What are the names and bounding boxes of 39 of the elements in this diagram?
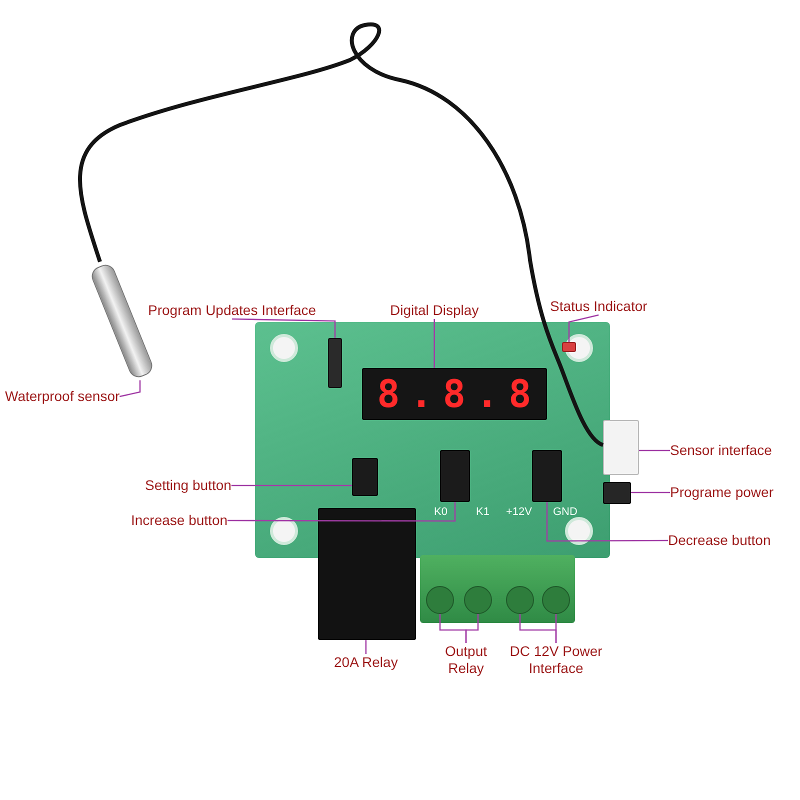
callout-label: Digital Display <box>390 302 479 319</box>
leader-line <box>365 640 367 654</box>
leader-line <box>228 502 456 522</box>
callout-label: Programe power <box>670 484 774 501</box>
callout-label: Sensor interface <box>670 442 772 459</box>
callout-label: Decrease button <box>668 532 771 549</box>
push-button <box>352 458 378 496</box>
silkscreen-label: +12V <box>506 506 532 518</box>
leader-line <box>231 484 352 486</box>
leader-line <box>639 450 670 452</box>
leader-line <box>120 380 141 398</box>
callout-label: Program Updates Interface <box>148 302 316 319</box>
callout-label: 20A Relay <box>334 654 398 671</box>
leader-line <box>232 318 336 338</box>
status-led <box>562 342 576 352</box>
display-digits: 8.8.8 <box>377 372 542 416</box>
callout-label: Setting button <box>145 477 232 494</box>
sensor-connector <box>603 420 639 475</box>
callout-label: Increase button <box>131 512 228 529</box>
leader-line <box>434 319 435 368</box>
leader-line <box>465 614 479 643</box>
leader-line <box>631 492 670 494</box>
pin-header <box>603 482 631 504</box>
pin-header <box>328 338 342 388</box>
push-button <box>440 450 470 502</box>
leader-line <box>555 614 557 643</box>
relay <box>318 508 416 640</box>
silkscreen-label: GND <box>553 506 578 518</box>
callout-label: Status Indicator <box>550 298 648 315</box>
leader-line <box>568 314 599 342</box>
callout-label: Waterproof sensor <box>5 388 120 405</box>
silkscreen-label: K1 <box>476 506 490 518</box>
sensor-cable <box>78 22 604 447</box>
callout-label: Output Relay <box>438 643 494 677</box>
led-display <box>362 368 547 420</box>
push-button <box>532 450 562 502</box>
callout-label: DC 12V Power Interface <box>500 643 612 677</box>
leader-line <box>546 502 668 542</box>
silkscreen-label: K0 <box>434 506 448 518</box>
